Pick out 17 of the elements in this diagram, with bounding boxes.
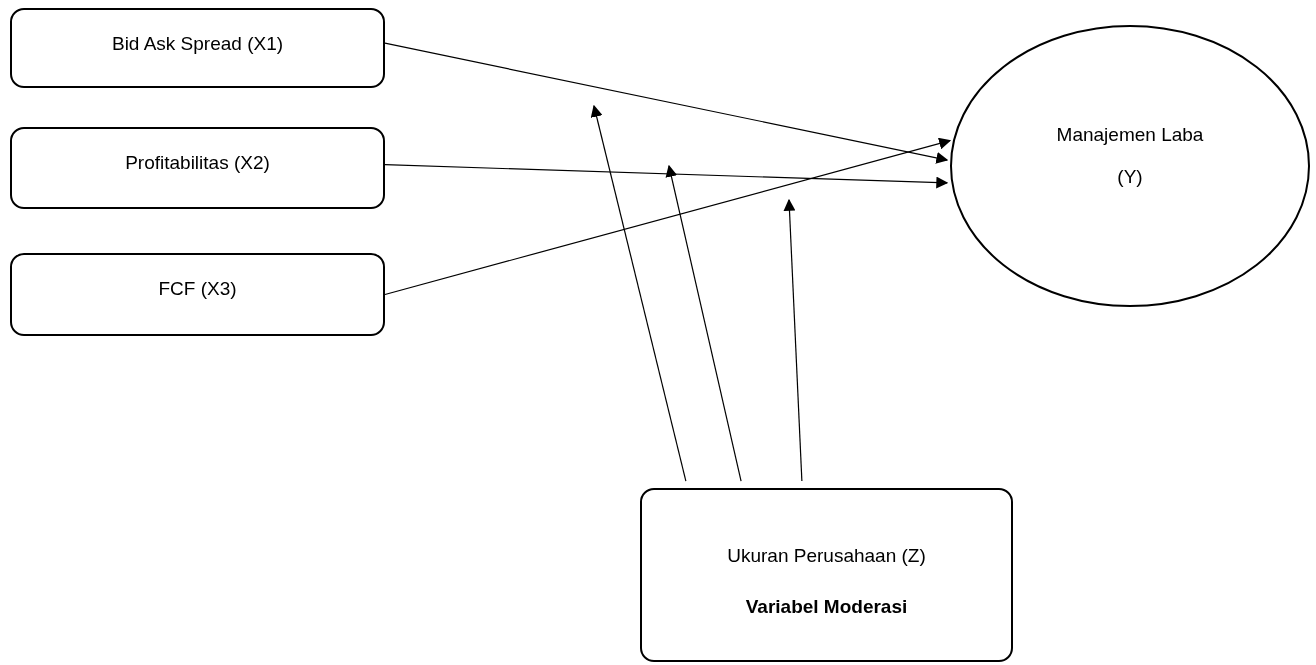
node-label: Variabel Moderasi [745, 595, 908, 619]
node-label: Manajemen Laba (Y) [1055, 123, 1205, 189]
variable-box [640, 488, 1013, 662]
node-label: Bid Ask Spread (X1) [111, 32, 284, 56]
node-label: FCF (X3) [158, 277, 237, 301]
variable-box [10, 253, 385, 336]
arrow [665, 164, 742, 482]
node-label: Profitabilitas (X2) [125, 151, 270, 175]
variable-box [10, 8, 385, 88]
node-label: Ukuran Perusahaan (Z) [727, 544, 926, 568]
arrow [384, 137, 952, 296]
arrow [384, 164, 949, 189]
arrow [590, 104, 687, 482]
variable-box [10, 127, 385, 209]
arrow [783, 198, 803, 482]
arrow [384, 42, 949, 164]
variable-ellipse [950, 25, 1310, 307]
